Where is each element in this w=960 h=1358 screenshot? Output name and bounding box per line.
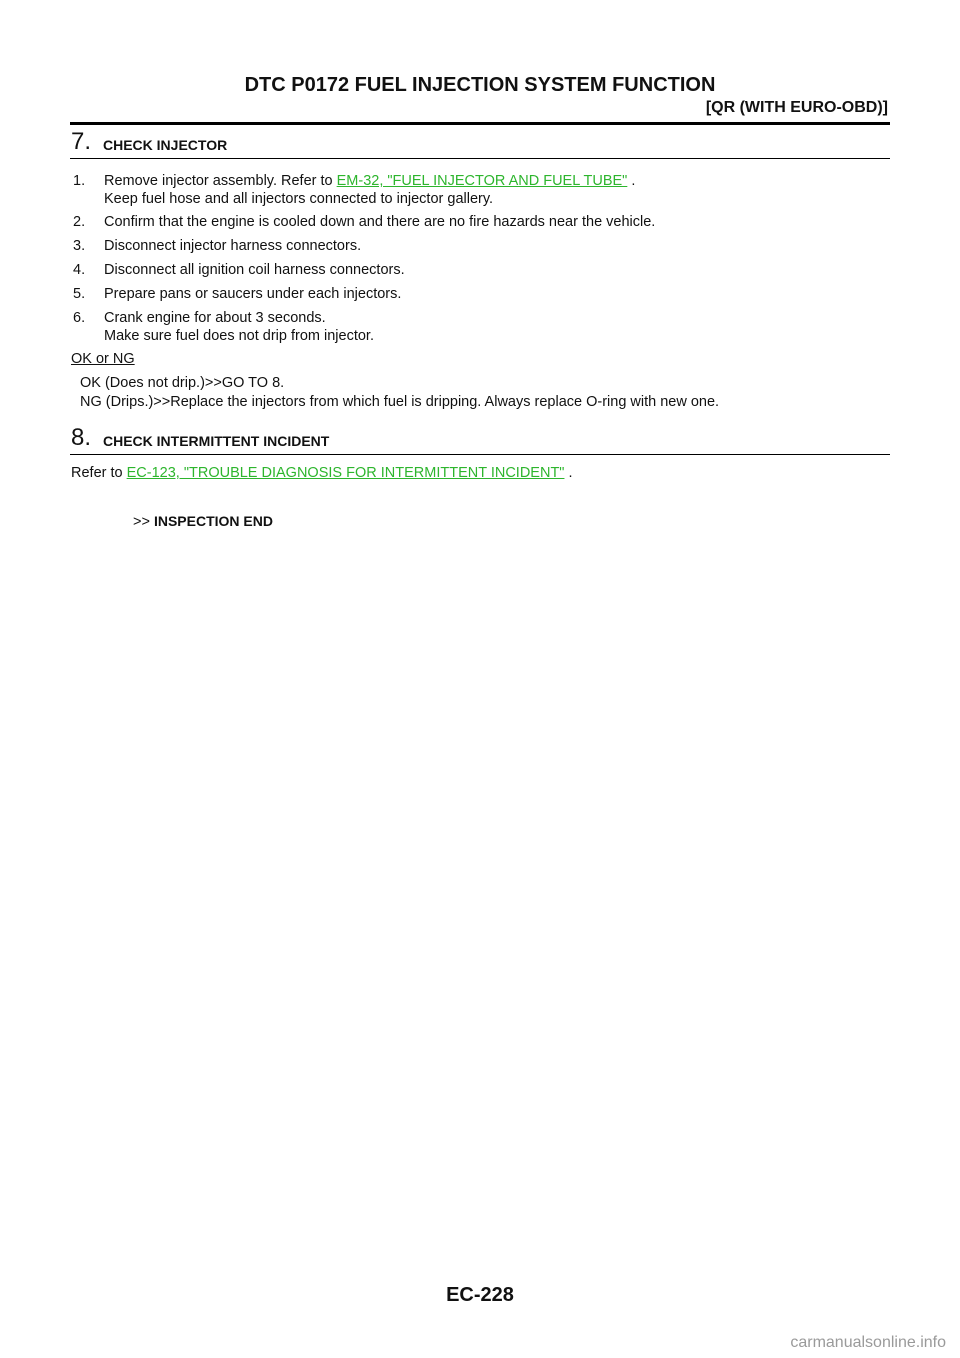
watermark: carmanualsonline.info xyxy=(790,1334,946,1351)
list-item: Prepare pans or saucers under each injec… xyxy=(104,286,402,302)
list-item-continuation: Keep fuel hose and all injectors connect… xyxy=(104,191,494,207)
step-7-heading: 7. CHECK INJECTOR xyxy=(70,128,890,159)
list-item-continuation: Make sure fuel does not drip from inject… xyxy=(104,328,374,344)
link-ec-123[interactable]: EC-123, "TROUBLE DIAGNOSIS FOR INTERMITT… xyxy=(126,465,565,481)
list-item-text: Remove injector assembly. Refer to xyxy=(104,173,333,189)
step-8-title: CHECK INTERMITTENT INCIDENT xyxy=(103,433,330,449)
page-subtitle: [QR (WITH EURO-OBD)] xyxy=(705,99,888,116)
list-item-suffix: . xyxy=(631,173,636,189)
link-em-32[interactable]: EM-32, "FUEL INJECTOR AND FUEL TUBE" xyxy=(336,173,628,189)
step-7-title: CHECK INJECTOR xyxy=(103,137,228,153)
list-item: Disconnect injector harness connectors. xyxy=(104,238,362,254)
judgement-label: OK or NG xyxy=(71,351,135,367)
list-item: Remove injector assembly. Refer to EM-32… xyxy=(104,172,635,190)
list-item-number: 3. xyxy=(73,238,86,254)
list-item-number: 6. xyxy=(73,310,86,326)
refer-suffix: . xyxy=(568,465,573,481)
page-number: EC-228 xyxy=(446,1284,514,1306)
list-item-number: 4. xyxy=(73,262,86,278)
list-item: Confirm that the engine is cooled down a… xyxy=(104,214,656,230)
ok-result: OK (Does not drip.)>>GO TO 8. xyxy=(80,375,285,391)
refer-prefix: Refer to xyxy=(71,465,123,481)
list-item: Disconnect all ignition coil harness con… xyxy=(104,262,405,278)
refer-line: Refer to EC-123, "TROUBLE DIAGNOSIS FOR … xyxy=(71,464,573,482)
end-text: INSPECTION END xyxy=(153,513,273,529)
ng-result: NG (Drips.)>>Replace the injectors from … xyxy=(80,394,720,410)
end-arrow: >> xyxy=(133,514,150,530)
list-item-number: 1. xyxy=(73,173,86,189)
end-line: >> INSPECTION END xyxy=(133,512,273,531)
list-item-number: 5. xyxy=(73,286,86,302)
step-8-heading: 8. CHECK INTERMITTENT INCIDENT xyxy=(70,424,890,455)
step-8-number: 8. xyxy=(71,424,92,451)
page-title: DTC P0172 FUEL INJECTION SYSTEM FUNCTION xyxy=(244,74,716,96)
step-7-number: 7. xyxy=(71,128,92,155)
list-item: Crank engine for about 3 seconds. xyxy=(104,310,326,326)
list-item-number: 2. xyxy=(73,214,86,230)
header-rule xyxy=(70,122,890,125)
